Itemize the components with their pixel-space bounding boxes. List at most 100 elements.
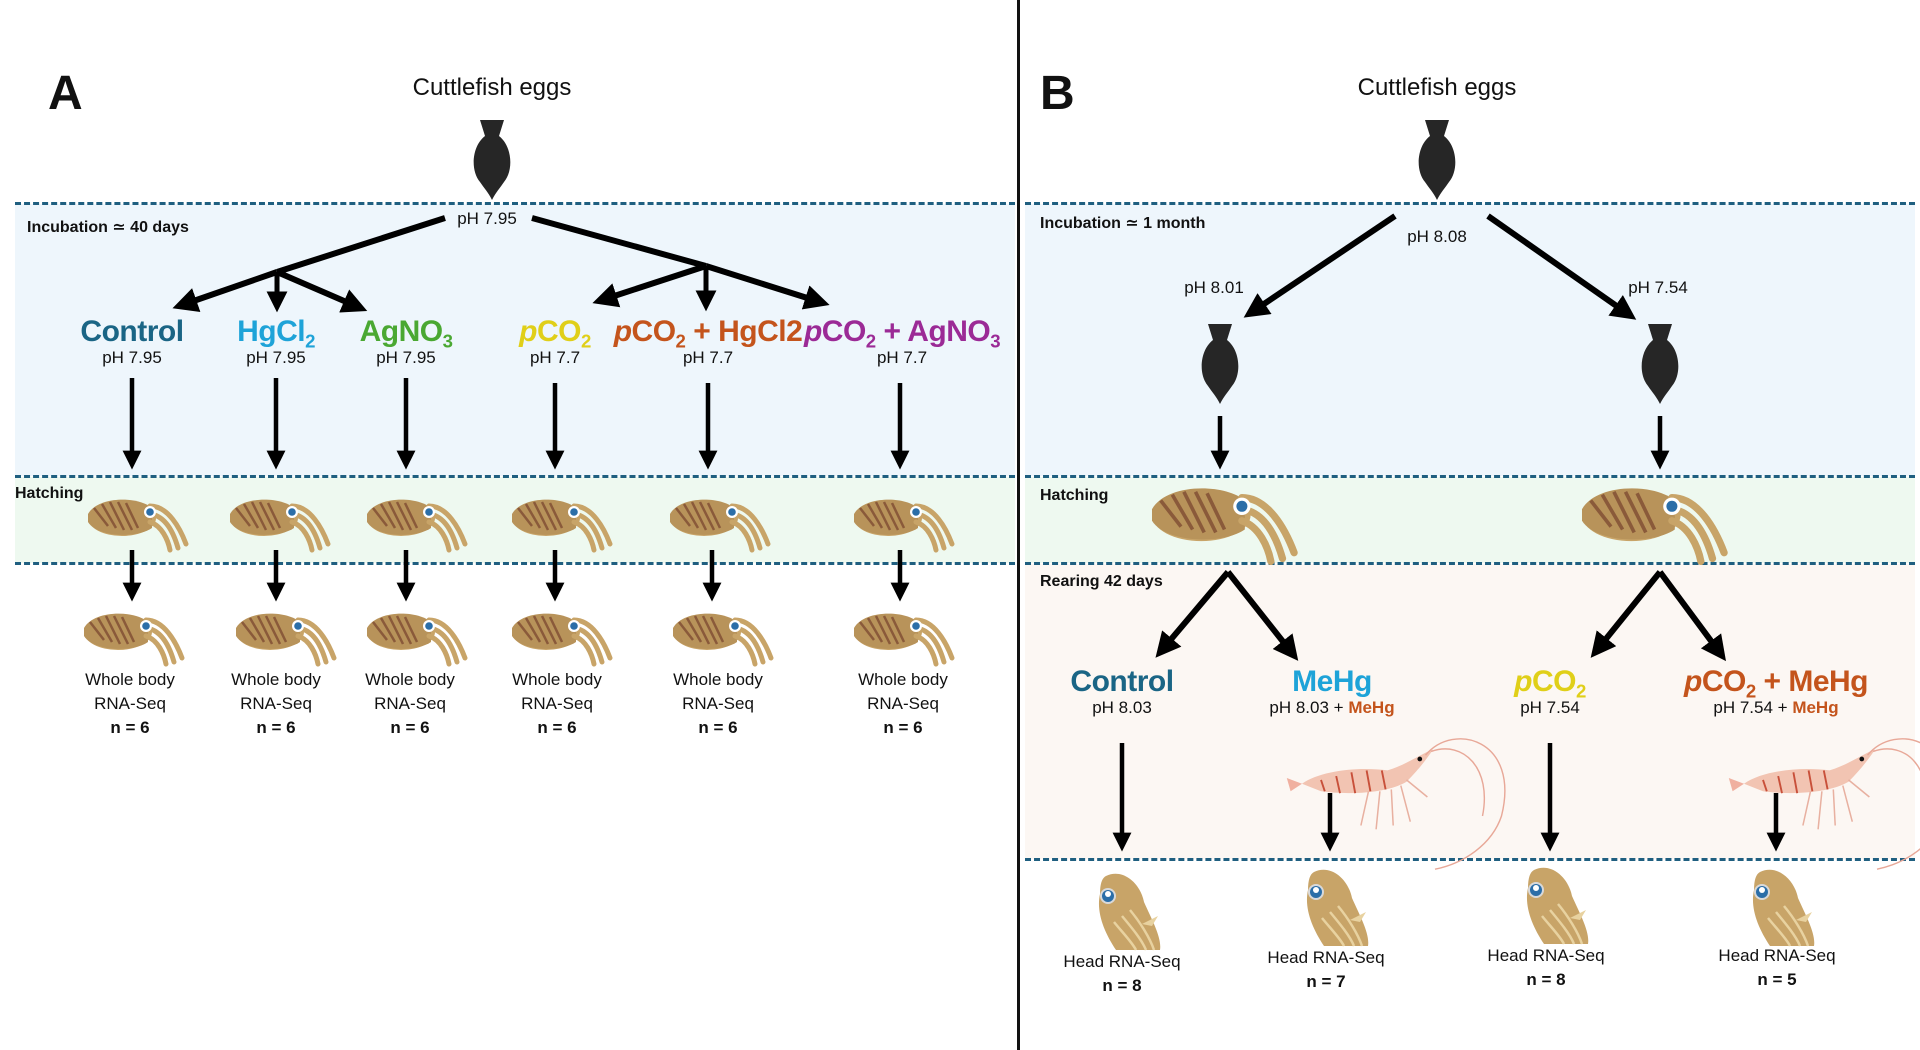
group-b-control: Control pH 8.03 <box>1070 665 1174 718</box>
group-ph: pH 7.54 <box>1514 698 1586 718</box>
panel-b-heads <box>1097 866 1816 952</box>
panel-a-separator-top <box>15 202 1015 205</box>
group-b-pco2: pCO2 pH 7.54 <box>1514 666 1586 718</box>
sample-count: n = 8 <box>1526 970 1566 989</box>
cuttlefish-icon <box>236 614 334 664</box>
group-a-pco2-agno3: pCO2 + AgNO3 pH 7.7 <box>803 315 1001 368</box>
output-line1: Whole body <box>858 670 948 689</box>
output-label: Head RNA-Seq <box>1487 946 1605 965</box>
panel-a-root-ph: pH 7.95 <box>457 209 517 228</box>
ph-text: pH 7.54 <box>1520 698 1580 717</box>
panel-b-separator-top <box>1025 202 1915 205</box>
group-ph: pH 7.7 <box>682 348 734 367</box>
output-b-2: Head RNA-Seq n = 7 <box>1267 946 1384 994</box>
name-text: AgNO <box>359 315 444 348</box>
output-a-2: Whole body RNA-Seq n = 6 <box>231 668 321 740</box>
ph-mehg-highlight: MeHg <box>1792 698 1839 717</box>
group-name: MeHg <box>1292 665 1372 698</box>
name-text: + AgNO <box>875 315 991 348</box>
output-a-3: Whole body RNA-Seq n = 6 <box>365 668 455 740</box>
output-line1: Whole body <box>673 670 763 689</box>
cuttlefish-head-icon <box>1097 872 1162 952</box>
sample-count: n = 6 <box>256 718 296 737</box>
group-a-pco2: pCO2 pH 7.7 <box>519 316 591 368</box>
group-a-hgcl2: HgCl2 pH 7.95 <box>237 316 315 368</box>
output-label: Head RNA-Seq <box>1063 952 1181 971</box>
ph-text: pH 8.03 + <box>1269 698 1349 717</box>
name-italic-p: p <box>1683 665 1702 698</box>
name-subscript: 2 <box>675 330 686 352</box>
output-b-3: Head RNA-Seq n = 8 <box>1487 944 1604 992</box>
name-text: CO <box>1701 665 1747 698</box>
sample-count: n = 8 <box>1102 976 1142 995</box>
group-name: pCO2 + AgNO3 <box>803 315 1001 351</box>
ph-mehg-highlight: MeHg <box>1348 698 1395 717</box>
panel-b-branch-ph-left: pH 8.01 <box>1184 278 1244 297</box>
sample-count: n = 6 <box>698 718 738 737</box>
name-text: CO <box>1531 665 1577 698</box>
name-italic-p: p <box>519 315 537 348</box>
group-a-agno3: AgNO3 pH 7.95 <box>360 316 453 368</box>
panel-b-hatching-band <box>1025 477 1915 563</box>
output-line2: RNA-Seq <box>682 694 754 713</box>
output-a-4: Whole body RNA-Seq n = 6 <box>512 668 602 740</box>
panel-a-incubation-label: Incubation ≃ 40 days <box>27 219 189 236</box>
group-name: HgCl2 <box>237 316 315 351</box>
group-name: AgNO3 <box>359 315 453 351</box>
name-subscript: 3 <box>990 330 1001 352</box>
panel-a-egg-icon <box>473 120 511 200</box>
group-name: Control <box>1070 665 1174 698</box>
panel-b-branch-ph-right: pH 7.54 <box>1628 278 1688 297</box>
name-text: CO <box>821 315 867 348</box>
output-line2: RNA-Seq <box>521 694 593 713</box>
sample-count: n = 6 <box>537 718 577 737</box>
group-ph: pH 8.03 + MeHg <box>1269 698 1394 718</box>
group-ph: pH 7.95 <box>246 348 306 367</box>
panel-b-rearing-label: Rearing 42 days <box>1040 573 1163 590</box>
name-italic-p: p <box>1514 665 1532 698</box>
name-subscript: 2 <box>580 330 591 352</box>
name-subscript: 3 <box>442 330 453 352</box>
group-a-pco2-hgcl2: pCO2 + HgCl2 pH 7.7 <box>614 316 803 368</box>
panel-divider <box>1017 0 1020 1050</box>
panel-b-letter: B <box>1040 67 1075 120</box>
panel-a-hatching-band <box>15 477 1015 563</box>
group-ph: pH 8.03 <box>1070 698 1173 718</box>
panel-a-juveniles <box>84 614 952 664</box>
panel-b-root-ph: pH 8.08 <box>1407 227 1467 246</box>
name-subscript: 2 <box>305 330 315 352</box>
panel-a-separator-hatching <box>15 475 1015 478</box>
group-name: Control <box>80 315 184 348</box>
output-a-6: Whole body RNA-Seq n = 6 <box>858 668 948 740</box>
panel-b-egg-icon <box>1418 120 1456 200</box>
panel-b-incubation-label: Incubation ≃ 1 month <box>1040 215 1206 232</box>
cuttlefish-icon <box>854 614 952 664</box>
group-b-pco2-mehg: pCO2 + MeHg pH 7.54 + MeHg <box>1683 665 1869 718</box>
output-line1: Whole body <box>365 670 455 689</box>
group-a-control: Control pH 7.95 <box>80 315 184 368</box>
name-subscript: 2 <box>865 330 876 352</box>
panel-a-title: Cuttlefish eggs <box>412 74 572 101</box>
sample-count: n = 6 <box>110 718 150 737</box>
output-a-1: Whole body RNA-Seq n = 6 <box>85 668 175 740</box>
panel-b-separator-rearing <box>1025 562 1915 565</box>
group-name: pCO2 <box>1514 665 1586 701</box>
name-text: + MeHg <box>1755 665 1869 698</box>
name-subscript: 2 <box>1745 680 1756 702</box>
cuttlefish-icon <box>512 614 610 664</box>
ph-text: pH 7.54 + <box>1713 698 1793 717</box>
sample-count: n = 6 <box>390 718 430 737</box>
group-name: pCO2 + MeHg <box>1683 665 1869 701</box>
output-line1: Whole body <box>231 670 321 689</box>
cuttlefish-icon <box>367 614 465 664</box>
group-ph: pH 7.7 <box>529 348 581 367</box>
name-italic-p: p <box>803 315 822 348</box>
cuttlefish-icon <box>673 614 771 664</box>
group-ph: pH 7.54 + MeHg <box>1684 698 1868 718</box>
group-b-mehg: MeHg pH 8.03 + MeHg <box>1269 666 1394 718</box>
output-line2: RNA-Seq <box>94 694 166 713</box>
sample-count: n = 7 <box>1306 972 1346 991</box>
panel-b-incubation-band <box>1025 204 1915 476</box>
name-subscript: 2 <box>1575 680 1586 702</box>
sample-count: n = 6 <box>883 718 923 737</box>
